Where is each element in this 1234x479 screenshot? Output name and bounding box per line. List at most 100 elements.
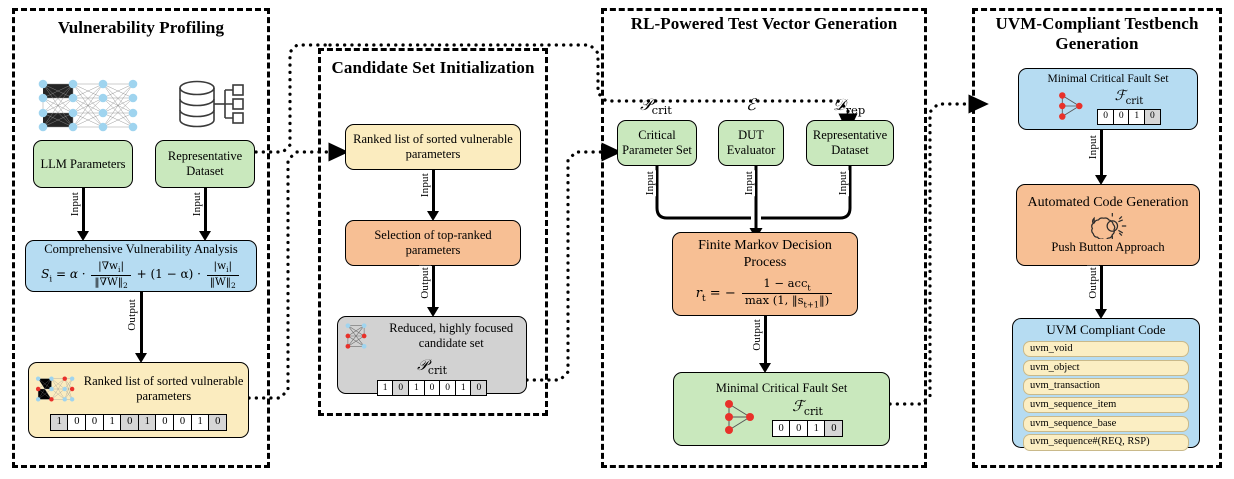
gear-icon: [1091, 212, 1127, 239]
symbol-glyph: ℱ: [1114, 87, 1126, 104]
arrow-fault-to-codegen: [1100, 130, 1103, 176]
formula-part: |w: [213, 260, 227, 273]
node-label: Finite Markov Decision Process: [698, 237, 832, 270]
ranked-list-row: Ranked list of sorted vulnerable paramet…: [33, 369, 244, 409]
arrow-label-input: Input: [419, 172, 431, 199]
node-critical-parameter-set[interactable]: Critical Parameter Set: [617, 120, 697, 166]
arrow-dataset-to-analysis: [204, 188, 207, 232]
node-comprehensive-vulnerability-analysis[interactable]: Comprehensive Vulnerability Analysis Si …: [25, 240, 257, 292]
formula-part: |∇wi|: [91, 260, 131, 276]
panel-title-text: RL-Powered Test Vector Generation: [630, 14, 898, 33]
bit-cell: 0: [824, 420, 844, 438]
formula-part: i: [49, 274, 53, 285]
node-llm-parameters[interactable]: LLM Parameters: [33, 140, 133, 188]
symbol-f-crit: ℱcrit: [792, 397, 823, 419]
node-label: Representative Dataset: [167, 149, 243, 178]
node-selection-top-ranked[interactable]: Selection of top-ranked parameters: [345, 220, 521, 266]
uvm-class-item: uvm_object: [1023, 359, 1189, 376]
node-dut-evaluator[interactable]: DUT Evaluator: [718, 120, 784, 166]
bit-cell: 1: [376, 380, 394, 397]
symbol-e-label: ℰ: [716, 95, 786, 114]
graph-red-icon: [1059, 92, 1083, 121]
arrow-label-output: Output: [419, 266, 431, 300]
arrow-label-output: Output: [126, 298, 138, 332]
bit-cell: 1: [102, 414, 122, 431]
panel-title-text: Candidate Set Initialization: [331, 58, 535, 77]
arrow-selection-to-candidate: [432, 266, 435, 308]
symbol-sub: crit: [427, 363, 447, 377]
bit-cell: 1: [49, 414, 69, 431]
formula-part: ‖∇W‖2: [94, 275, 128, 290]
bit-cell: 0: [84, 414, 104, 431]
formula-part: ‖∇W‖: [94, 275, 123, 288]
node-ranked-list-sorted[interactable]: Ranked list of sorted vulnerable paramet…: [345, 124, 521, 170]
formula-part: r: [695, 285, 702, 301]
formula-part: t+1: [803, 299, 820, 310]
node-automated-code-generation[interactable]: Automated Code Generation Push Button Ap…: [1016, 184, 1200, 266]
arrow-label-input: Input: [1087, 134, 1099, 161]
arrow-label-input: Input: [837, 170, 849, 197]
arrow-label-input: Input: [191, 191, 203, 218]
node-representative-dataset-rl[interactable]: Representative Dataset: [806, 120, 894, 166]
neural-network-red-icon: [35, 376, 75, 402]
node-label: Ranked list of sorted vulnerable paramet…: [83, 374, 244, 403]
formula-part: (1 − α): [150, 267, 194, 282]
uvm-class-item: uvm_sequence_item: [1023, 397, 1189, 414]
uvm-class-item: uvm_sequence#(REQ, RSP): [1023, 434, 1189, 451]
bit-cell: 0: [155, 414, 175, 431]
panel-vulnerability-profiling: [12, 8, 270, 468]
symbol-sub: crit: [803, 404, 823, 418]
panel-title-text: UVM-Compliant Testbench Generation: [995, 14, 1199, 54]
formula-part: ‖W‖: [209, 275, 232, 288]
uvm-class-item: uvm_void: [1023, 341, 1189, 358]
node-reduced-candidate-set[interactable]: Reduced, highly focused candidate set 𝒫c…: [337, 314, 527, 397]
panel-candidate-set-initialization: [318, 48, 548, 416]
formula-part: ‖W‖2: [209, 275, 236, 290]
node-label: Automated Code Generation: [1027, 195, 1189, 211]
panel-title-candidate-set-initialization: Candidate Set Initialization: [318, 58, 548, 78]
formula-part: t: [701, 292, 706, 304]
arrow-fmdp-to-fault-set: [764, 316, 767, 364]
formula-part: max (1, ‖st+1‖): [742, 293, 832, 310]
node-label: Ranked list of sorted vulnerable paramet…: [353, 132, 513, 161]
panel-title-vulnerability-profiling: Vulnerability Profiling: [12, 18, 270, 38]
bit-cell: 1: [137, 414, 157, 431]
node-finite-markov-decision-process[interactable]: Finite Markov Decision Process rt = − 1 …: [672, 232, 858, 316]
node-label: UVM Compliant Code: [1046, 322, 1166, 337]
node-ranked-list-parameters[interactable]: Ranked list of sorted vulnerable paramet…: [28, 362, 249, 438]
bit-cell: 0: [1112, 108, 1130, 125]
arrow-label-output: Output: [1087, 266, 1099, 300]
panel-title-rl-powered: RL-Powered Test Vector Generation: [601, 14, 927, 34]
bit-cell: 0: [1097, 108, 1115, 125]
bit-cell: 0: [392, 380, 410, 397]
arrow-analysis-to-ranked: [140, 292, 143, 354]
graph-red-icon: [724, 399, 754, 434]
bit-cell: 0: [120, 414, 140, 431]
node-representative-dataset[interactable]: Representative Dataset: [155, 140, 255, 188]
arrow-ranked-to-selection: [432, 170, 435, 212]
formula-part: α: [69, 267, 78, 282]
node-label: Minimal Critical Fault Set: [1047, 73, 1169, 86]
symbol-d-rep-label: 𝒟rep: [806, 95, 892, 117]
panel-title-text: Vulnerability Profiling: [57, 18, 225, 37]
symbol-sub: crit: [1125, 95, 1144, 107]
formula-part: S: [41, 267, 50, 282]
symbol-sub: rep: [845, 103, 866, 118]
node-label: LLM Parameters: [40, 156, 126, 171]
symbol-p-crit: 𝒫crit: [417, 356, 447, 378]
candidate-row: Reduced, highly focused candidate set: [342, 314, 522, 358]
node-label: Selection of top-ranked parameters: [374, 228, 492, 257]
database-icon: [179, 80, 244, 128]
merge-rails: [655, 166, 852, 239]
formula-part: 1 − acct: [741, 276, 833, 294]
